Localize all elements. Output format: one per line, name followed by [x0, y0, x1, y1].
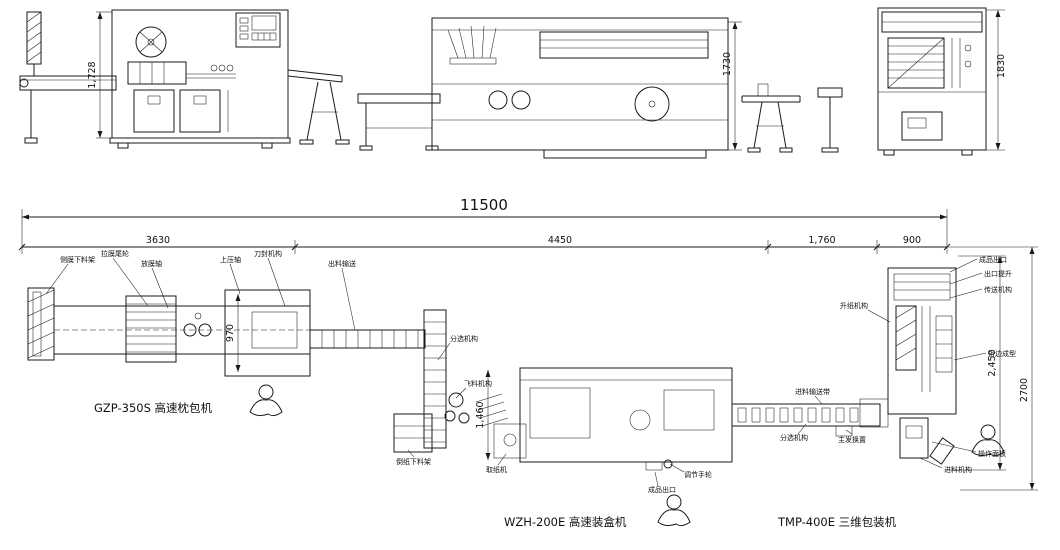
plan-infeed-conveyor [731, 398, 889, 437]
dim-label-11500: 11500 [460, 196, 508, 214]
operator-figure-tmp [971, 424, 1005, 457]
elev-stand-table [357, 93, 441, 151]
plan-wzh-cartoner: 1,460 [393, 309, 733, 471]
elev-bracket [817, 87, 843, 153]
callout-film-rack: 侧膜下料架 [60, 255, 95, 264]
dim-label-2450: 2,450 [987, 349, 998, 376]
callout-cutter-unit: 刀封机构 [254, 249, 282, 258]
callout-film-shaft: 放膜轴 [141, 259, 162, 268]
plan-view: 970 1,4 [27, 246, 1038, 529]
control-panel [235, 12, 281, 48]
leader-lines [45, 257, 987, 487]
dim-label-900: 900 [903, 235, 921, 246]
elev-overwrapper [877, 7, 987, 156]
callout-paper-picker: 取纸机 [486, 465, 507, 474]
callout-transfer-unit: 传送机构 [984, 285, 1012, 294]
dim-total-width: 2700 [947, 246, 1038, 491]
elev-pillow-packer [109, 9, 291, 149]
operator-figure-gzp [249, 384, 283, 417]
dim-segments: 3630 4450 1,760 900 [18, 235, 951, 254]
elev-outfeed [287, 69, 350, 145]
plan-tmp-overwrapper [887, 267, 957, 465]
dim-label-3630: 3630 [146, 235, 170, 246]
callout-adjust-handwheel: 调节手轮 [684, 470, 712, 479]
dim-gzp-width: 970 [225, 294, 241, 372]
callout-leaflet-unit: 飞料机构 [464, 379, 492, 388]
callout-product-outlet-tmp: 成品出口 [979, 255, 1007, 264]
elevation-view: 1,728 [19, 7, 1007, 159]
machine-label-tmp: TMP-400E 三维包装机 [777, 515, 897, 529]
dim-label-1730: 1730 [722, 52, 733, 76]
callout-sorting-unit-2: 分选机构 [780, 433, 808, 442]
dim-elev-left-height: 1,728 [87, 11, 112, 139]
dim-label-4450: 4450 [548, 235, 572, 246]
dim-elev-right-height: 1830 [986, 9, 1007, 151]
operator-figure-wzh [657, 494, 691, 527]
callout-edge-folding: 折边成型 [988, 349, 1016, 358]
callout-press-shaft: 上压轴 [220, 255, 241, 264]
dim-label-1460: 1,460 [475, 401, 486, 428]
elev-cartoner [431, 17, 729, 159]
callout-outfeed-conveyor: 出料输送 [328, 259, 356, 268]
dim-wzh-width: 1,460 [475, 370, 491, 460]
callout-paper-stack: 倒纸下料架 [396, 457, 431, 466]
machine-label-gzp: GZP-350S 高速枕包机 [94, 401, 213, 415]
callout-film-tail-wheel: 拉膜尾轮 [101, 249, 129, 258]
machine-label-wzh: WZH-200E 高速装盒机 [504, 515, 627, 529]
dim-tmp-width: 2,450 [946, 255, 1006, 471]
dim-label-1760: 1,760 [808, 235, 835, 246]
dim-label-970: 970 [225, 324, 236, 342]
plan-gzp-pillow-packer: 970 [27, 287, 426, 377]
callout-paper-lift: 升纸机构 [840, 301, 868, 310]
callout-sorting-unit: 分选机构 [450, 334, 478, 343]
dim-label-2700: 2700 [1019, 378, 1030, 402]
dim-label-1830: 1830 [996, 54, 1007, 78]
dim-label-1728: 1,728 [87, 61, 98, 88]
dim-elev-mid-height: 1730 [722, 21, 742, 151]
dim-total-length: 11500 [21, 196, 948, 254]
callout-outlet-lift: 出口提升 [984, 269, 1012, 278]
callout-control-panel: 操作面板 [978, 449, 1006, 458]
callout-infeed-unit: 进料机构 [944, 465, 972, 474]
callout-main-changeover: 主发换置 [838, 435, 866, 444]
elev-infeed-conveyor [19, 11, 117, 144]
callout-product-outlet-wzh: 成品出口 [648, 485, 676, 494]
elev-transfer [741, 83, 801, 153]
callout-infeed-belt: 进料输送带 [795, 387, 830, 396]
